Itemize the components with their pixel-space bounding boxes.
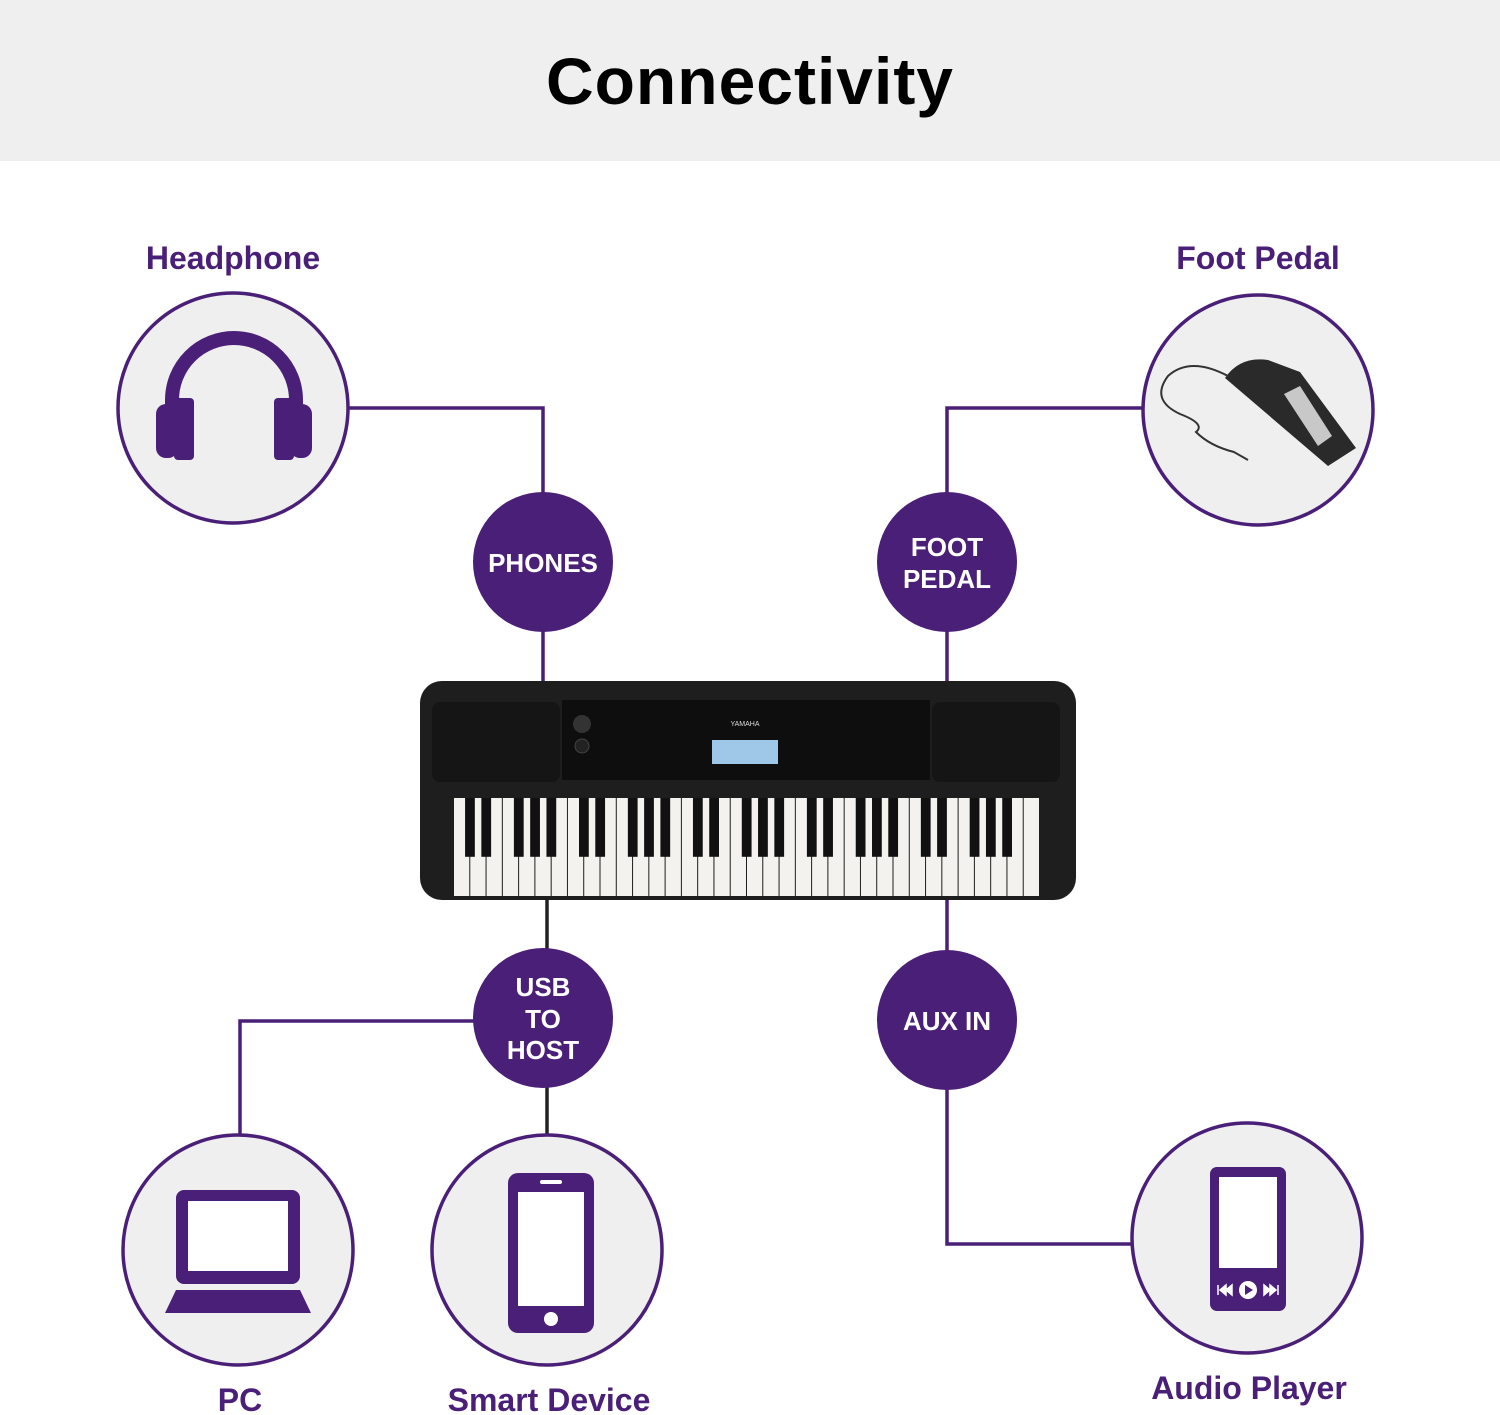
lcd-display <box>712 740 778 764</box>
connector-aux-audio <box>945 1088 1133 1246</box>
pc-device <box>121 1133 355 1367</box>
black-key <box>513 798 524 857</box>
audio-player-label: Audio Player <box>1151 1370 1347 1406</box>
keyboard-image: YAMAHA <box>420 681 1076 900</box>
black-key <box>465 798 475 857</box>
usb-port-label-line1: USB <box>516 972 571 1002</box>
foot-pedal-label: Foot Pedal <box>1176 240 1340 276</box>
black-key <box>595 798 606 857</box>
black-key <box>872 798 882 857</box>
black-key <box>660 798 671 857</box>
phones-port-label: PHONES <box>488 548 598 578</box>
right-speaker-grille <box>932 702 1060 782</box>
black-key <box>1002 798 1013 857</box>
page-title: Connectivity <box>545 43 955 118</box>
pc-label: PC <box>218 1382 262 1415</box>
phones-port: PHONES <box>473 492 613 632</box>
foot-pedal-port: FOOT PEDAL <box>877 492 1017 632</box>
headphone-device <box>116 291 350 525</box>
black-key <box>806 798 817 857</box>
black-key <box>888 798 899 857</box>
black-key <box>546 798 557 857</box>
white-key <box>1023 798 1039 896</box>
black-key <box>855 798 866 857</box>
brand-logo: YAMAHA <box>730 721 759 728</box>
rewind-icon <box>1217 1283 1233 1297</box>
master-volume-knob <box>573 715 591 733</box>
media-player-icon <box>1210 1167 1286 1311</box>
black-key <box>937 798 947 857</box>
black-key <box>969 798 980 857</box>
left-speaker-grille <box>432 702 560 782</box>
black-key <box>823 798 833 857</box>
smartphone-icon <box>508 1173 594 1333</box>
usb-to-host-port: USB TO HOST <box>473 948 613 1088</box>
black-key <box>692 798 703 857</box>
smart-device-label: Smart Device <box>448 1382 651 1415</box>
headphone-icon <box>156 331 312 460</box>
aux-in-port: AUX IN <box>877 950 1017 1090</box>
black-key <box>627 798 638 857</box>
headphone-label: Headphone <box>146 240 320 276</box>
connector-pedal-foot-port <box>945 406 1143 494</box>
black-key <box>530 798 540 857</box>
usb-port-label-line2: TO <box>525 1004 561 1034</box>
fast-forward-icon <box>1263 1283 1279 1297</box>
foot-pedal-port-label-line1: FOOT <box>911 532 983 562</box>
black-key <box>758 798 768 857</box>
black-key <box>774 798 785 857</box>
laptop-icon <box>165 1190 311 1313</box>
black-key <box>741 798 752 857</box>
connector-usb-pc <box>238 1019 475 1137</box>
black-key <box>709 798 720 857</box>
black-key <box>985 798 996 857</box>
foot-pedal-device <box>1141 293 1375 527</box>
black-key <box>579 798 589 857</box>
foot-pedal-port-label-line2: PEDAL <box>903 564 991 594</box>
black-key <box>644 798 654 857</box>
smart-device <box>430 1133 664 1367</box>
keybed <box>454 798 1039 896</box>
title-banner: Connectivity <box>0 0 1500 161</box>
usb-port-label-line3: HOST <box>507 1035 579 1065</box>
black-key <box>481 798 492 857</box>
sustain-pedal-image <box>1160 359 1356 466</box>
aux-port-label: AUX IN <box>903 1006 991 1036</box>
dial <box>574 738 590 754</box>
audio-player-device <box>1130 1121 1364 1355</box>
black-key <box>920 798 931 857</box>
connector-headphone-phones <box>348 406 545 494</box>
